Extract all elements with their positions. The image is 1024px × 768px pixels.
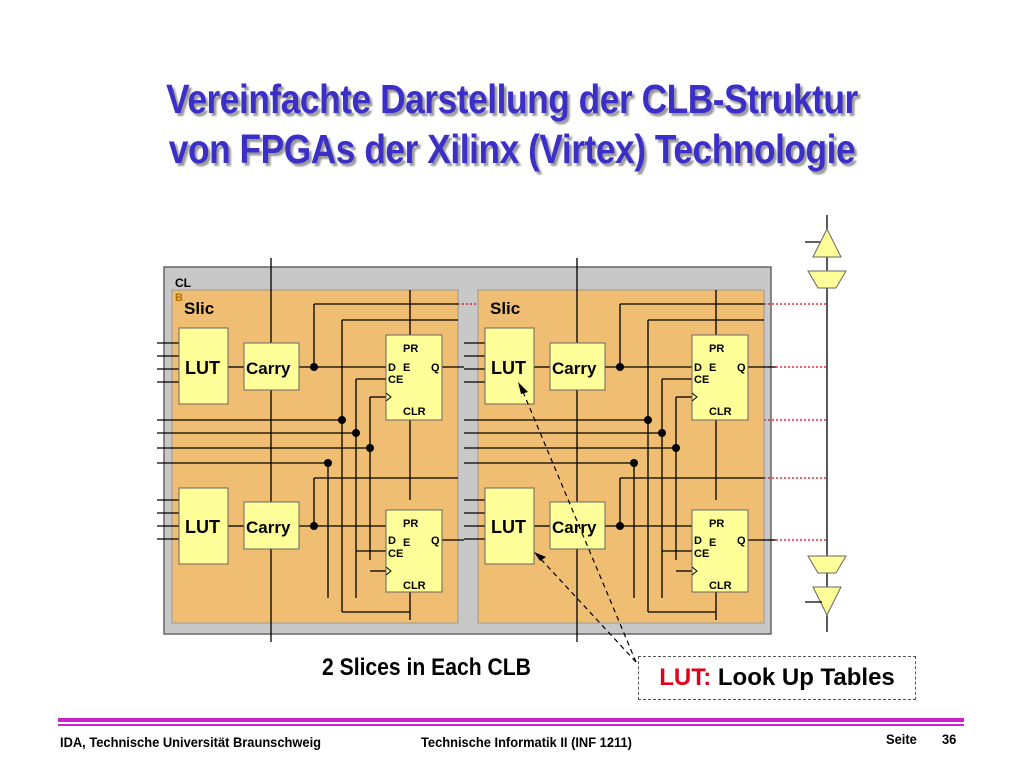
carry-label-left-bottom: Carry [246,518,291,537]
buffer-trapezoid-top [807,270,847,289]
buffer-triangle-down [812,586,842,617]
ff-q-label: Q [431,362,440,374]
ff-pr-label: PR [403,518,418,530]
wiring-right [464,258,776,642]
lut-label-right-bottom: LUT [491,517,526,537]
lut-definition: Look Up Tables [717,664,895,691]
ff-left-top [385,334,443,421]
carry-block-right-top [549,342,606,391]
ff-right-top [691,334,749,421]
clb-label-2: B [175,292,183,304]
footer-course: Technische Informatik II (INF 1211) [421,734,632,750]
ff-ce-label: CE [388,374,403,386]
ff-d-label: D [388,362,396,374]
wiring-left [157,258,464,642]
slice-label-left: Slic [184,299,214,318]
carry-block-left-bottom [243,501,300,550]
carry-label-right-bottom: Carry [552,518,597,537]
ff-q-label: Q [737,535,746,547]
ff-labels-left-bottom: PR D E Q CE CLR [388,518,440,592]
lut-block-left-bottom [178,487,229,565]
junction-dots-left [310,363,374,530]
carry-blocks [243,342,606,550]
io-buffers [805,215,847,632]
lut-pointer-arrowheads [518,382,546,561]
lut-block-left-top [178,327,229,405]
footer-divider-thick [58,718,964,722]
lut-label-left-bottom: LUT [185,517,220,537]
ff-q-label: Q [737,362,746,374]
footer-divider-thin [58,724,964,726]
slide-title: Vereinfachte Darstellung der CLB-Struktu… [72,74,953,174]
carry-label-right-top: Carry [552,359,597,378]
flip-flops [385,334,749,593]
footer-page-number: 36 [942,731,957,747]
ff-clr-label: CLR [403,406,426,418]
diagram-caption: 2 Slices in Each CLB [322,654,531,681]
carry-block-right-bottom [549,501,606,550]
lut-pointer-arrows [520,386,637,663]
ff-e-label: E [403,362,410,374]
title-line-1: Vereinfachte Darstellung der CLB-Struktu… [166,76,858,122]
lut-definition-box: LUT: Look Up Tables [638,656,916,700]
lut-label-left-top: LUT [185,358,220,378]
buffer-trapezoid-bottom [807,555,847,574]
ff-ce-label: CE [694,374,709,386]
carry-label-left-top: Carry [246,359,291,378]
ff-labels-left-top: PR D E Q CE CLR [388,343,440,418]
ff-ce-label: CE [388,548,403,560]
ff-pr-label: PR [403,343,418,355]
ff-d-label: D [694,535,702,547]
ff-e-label: E [709,537,716,549]
ff-labels-right-bottom: PR D E Q CE CLR [694,518,746,592]
lut-block-right-bottom [484,487,535,565]
ff-labels-right-top: PR D E Q CE CLR [694,343,746,418]
ff-clr-label: CLR [709,406,732,418]
ff-clr-label: CLR [709,580,732,592]
junction-dots-right [616,363,680,530]
ff-left-bottom [385,509,443,593]
ff-pr-label: PR [709,518,724,530]
title-line-2: von FPGAs der Xilinx (Virtex) Technologi… [168,126,856,172]
ff-clr-label: CLR [403,580,426,592]
footer-institution: IDA, Technische Universität Braunschweig [60,734,322,750]
ff-e-label: E [403,537,410,549]
lut-term: LUT: [659,664,712,691]
buffer-triangle-up [812,227,842,258]
ff-d-label: D [694,362,702,374]
ff-right-bottom [691,509,749,593]
red-dotted-routing [458,303,827,541]
footer-page-label: Seite [886,731,917,747]
clb-label-1: CL [175,276,191,290]
slice-label-right: Slic [490,299,520,318]
ff-q-label: Q [431,535,440,547]
ff-e-label: E [709,362,716,374]
lut-label-right-top: LUT [491,358,526,378]
ff-d-label: D [388,535,396,547]
ff-pr-label: PR [709,343,724,355]
ff-ce-label: CE [694,548,709,560]
carry-block-left-top [243,342,300,391]
